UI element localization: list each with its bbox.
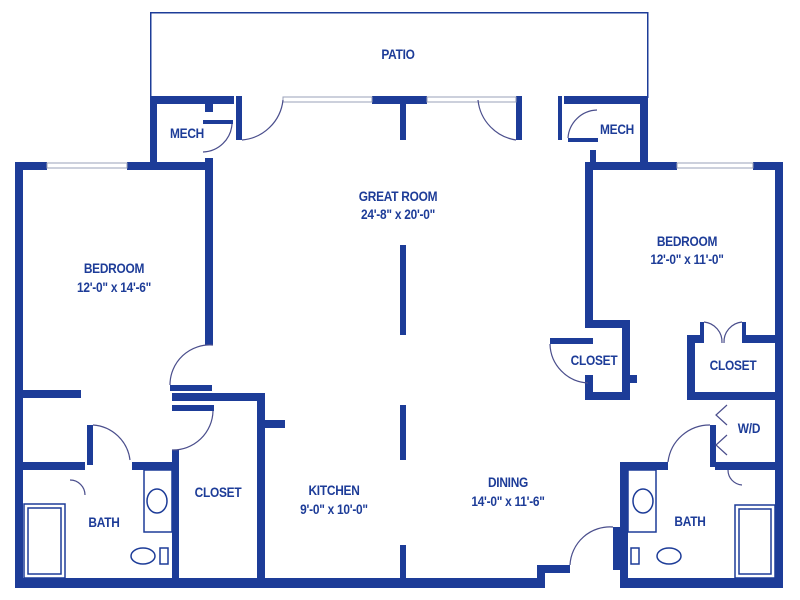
closet-right-label: CLOSET	[709, 357, 757, 373]
windows	[46, 96, 754, 169]
kitchen-label: KITCHEN	[308, 482, 360, 498]
closet-center-label: CLOSET	[570, 352, 618, 368]
mech-right-label: MECH	[599, 121, 635, 137]
bedroom-right-label: BEDROOM	[656, 233, 718, 249]
bath-right-label: BATH	[674, 513, 706, 529]
kitchen-size: 9'-0" x 10'-0"	[300, 501, 368, 517]
fixtures	[23, 469, 776, 579]
bath-left-label: BATH	[88, 514, 120, 530]
bedroom-left-size: 12'-0" x 14'-6"	[77, 279, 151, 295]
patio-outline	[150, 12, 649, 98]
sink-left	[143, 469, 173, 533]
closet-left-label: CLOSET	[194, 484, 242, 500]
door-swings	[69, 99, 743, 566]
walls	[15, 96, 783, 588]
toilet-right	[656, 547, 682, 565]
patio-label: PATIO	[381, 46, 415, 62]
bedroom-right-size: 12'-0" x 11'-0"	[650, 251, 724, 267]
bedroom-left-label: BEDROOM	[83, 260, 145, 276]
dining-size: 14'-0" x 11'-6"	[471, 493, 545, 509]
dining-label: DINING	[487, 474, 529, 490]
sink-right	[627, 469, 657, 533]
bathtub-left	[23, 503, 66, 579]
toilet-left	[130, 547, 156, 565]
wd-label: W/D	[737, 420, 761, 436]
great-room-label: GREAT ROOM	[358, 188, 438, 204]
great-room-size: 24'-8" x 20'-0"	[361, 206, 435, 222]
mech-left-label: MECH	[169, 125, 205, 141]
bathtub-right	[734, 504, 776, 579]
